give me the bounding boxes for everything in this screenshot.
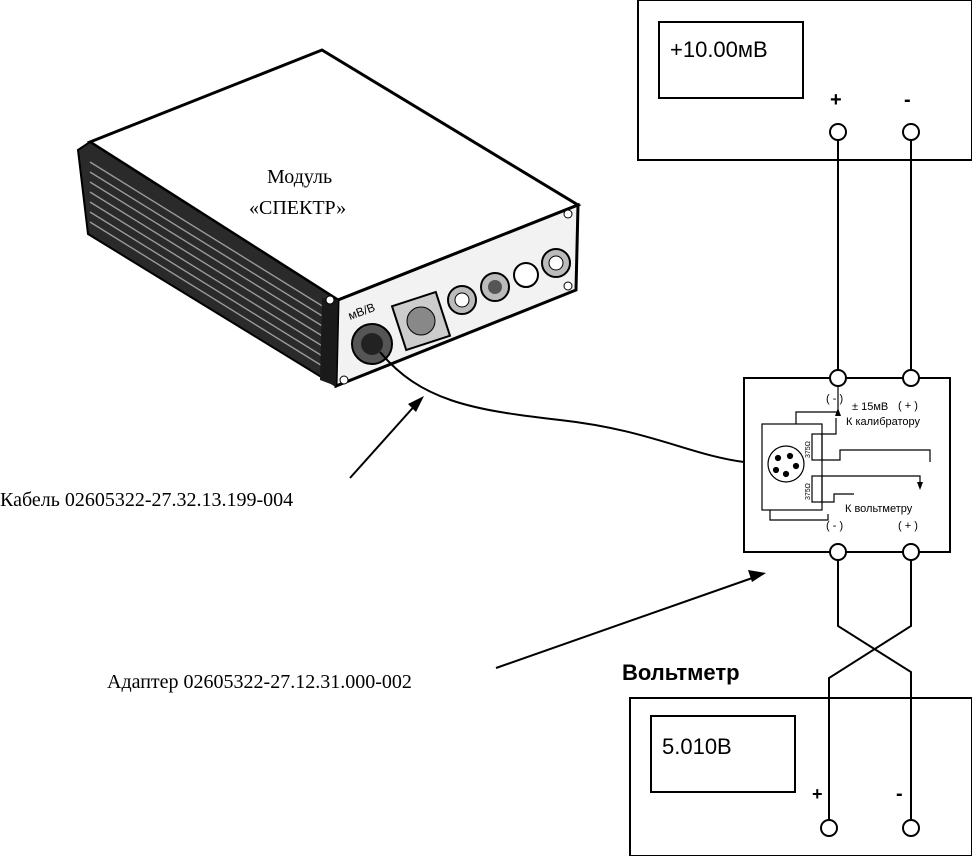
adapter-wire [822,418,837,435]
arrowhead-icon [748,570,766,582]
resistor-bottom [811,475,823,503]
adapter-body [743,377,951,553]
screw-icon [325,295,335,305]
connector-pin [782,470,790,478]
voltmeter-title: Вольтметр [622,660,740,685]
arrowhead-icon [917,482,923,490]
calibrator-minus-label: - [904,89,911,111]
module-spektr: Модуль «СПЕКТР» мВ/В [76,48,582,389]
resistor-top [811,433,823,461]
resistor-bottom-label: 375Ω [805,483,812,500]
multipin-connector-inner [406,306,436,336]
screw-icon [563,281,573,291]
adapter-bottom-minus: ( - ) [826,520,843,532]
wire-voltmeter-minus [828,560,912,820]
adapter-to-calibrator: К калибратору [846,416,921,428]
adapter-range-label: ± 15мВ [852,401,888,413]
arrowhead-icon [408,396,424,412]
adapter-bottom-plus: ( + ) [898,520,918,532]
round-connector-inner [548,255,564,271]
calibrator-plus-label: + [830,89,842,111]
adapter-terminal-bottom-left [829,543,847,561]
cable-pointer-arrow [349,401,419,479]
adapter-inner-frame [761,423,823,511]
adapter-schematic [761,386,931,521]
round-connector-inner [454,292,470,308]
adapter: ( - ) ( + ) ± 15мВ К калибратору К вольт… [743,369,951,561]
adapter-label: Адаптер 02605322-27.12.31.000-002 [107,671,412,693]
voltmeter-terminal-minus [902,819,920,837]
adapter-wire [795,386,839,424]
module-cooling-fins [89,161,333,373]
adapter-pointer-arrow [495,575,759,669]
screw-icon [563,209,573,219]
calibrator-terminal-plus [829,123,847,141]
connector-pin [786,452,794,460]
voltmeter-display-value: 5.010В [662,734,732,759]
module-front-frame [320,298,338,386]
wire-voltmeter-plus [837,560,912,820]
voltmeter-display [650,715,796,793]
mv-v-connector-inner [361,333,383,355]
calibrator-terminal-minus [902,123,920,141]
arrowhead-icon [835,408,841,416]
adapter-terminal-top-left [829,369,847,387]
adapter-to-voltmeter: К вольтметру [845,503,913,515]
connector-pin [774,454,782,462]
screw-icon [339,375,349,385]
power-button [513,262,539,288]
voltmeter-minus-label: - [896,783,903,805]
adapter-terminal-top-right [902,369,920,387]
voltmeter-terminal-plus [820,819,838,837]
adapter-connector-icon [767,445,805,483]
calibrator-display [658,21,804,99]
adapter-wire [769,510,829,521]
cable-module-to-adapter [379,351,745,463]
connector-pin [792,462,800,470]
module-title-line2: «СПЕКТР» [249,197,346,219]
calibrator-device: +10.00мВ + - [637,0,972,161]
adapter-terminal-bottom-right [902,543,920,561]
voltmeter-device: Вольтметр 5.010В + - [622,660,972,856]
round-connector-inner [488,280,502,294]
calibrator-display-value: +10.00мВ [670,37,768,62]
adapter-wire [822,493,854,503]
adapter-top-plus: ( + ) [898,400,918,412]
cable-label: Кабель 02605322-27.32.13.199-004 [0,489,293,511]
adapter-wire [822,449,931,462]
resistor-top-label: 375Ω [805,441,812,458]
voltmeter-plus-label: + [812,784,823,804]
adapter-top-minus: ( - ) [826,393,843,405]
connector-pin [772,466,780,474]
voltmeter-body [629,697,972,856]
module-title-line1: Модуль [267,166,332,188]
